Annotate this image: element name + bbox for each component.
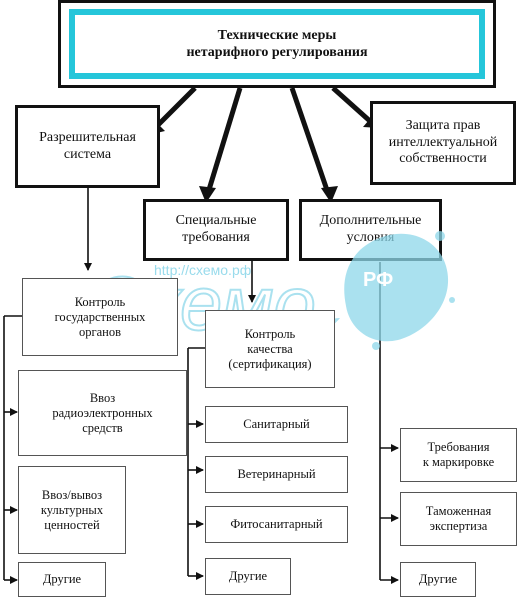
- state-control-box: Контроль государственных органов: [22, 278, 178, 356]
- additional-other-box: Другие: [400, 562, 476, 597]
- watermark-url: http://схемо.рф: [154, 262, 252, 278]
- sanitary-box: Санитарный: [205, 406, 348, 443]
- additional-conditions-box: Дополнительные условия: [299, 199, 442, 261]
- permit-system-box: Разрешительная система: [15, 105, 160, 188]
- arrowhead-special: [199, 186, 216, 203]
- arrow-top-to-permit: [153, 86, 197, 130]
- special-requirements-box: Специальные требования: [143, 199, 289, 261]
- arrow-top-to-ip: [331, 86, 373, 124]
- top-box: Технические меры нетарифного регулирован…: [58, 0, 496, 88]
- marking-requirements-box: Требования к маркировке: [400, 428, 517, 482]
- ip-protection-box: Защита прав интеллектуальной собственнос…: [370, 101, 516, 185]
- cultural-values-box: Ввоз/вывоз культурных ценностей: [18, 466, 126, 554]
- phytosanitary-box: Фитосанитарный: [205, 506, 348, 543]
- top-title: Технические меры нетарифного регулирован…: [69, 9, 485, 79]
- arrowhead-additional: [321, 186, 338, 203]
- special-other-box: Другие: [205, 558, 291, 595]
- arrow-top-to-additional: [289, 87, 331, 194]
- permit-other-box: Другие: [18, 562, 106, 597]
- customs-expertise-box: Таможенная экспертиза: [400, 492, 517, 546]
- veterinary-box: Ветеринарный: [205, 456, 348, 493]
- quality-control-box: Контроль качества (сертификация): [205, 310, 335, 388]
- radio-import-box: Ввоз радиоэлектронных средств: [18, 370, 187, 456]
- arrow-top-to-special: [205, 87, 243, 194]
